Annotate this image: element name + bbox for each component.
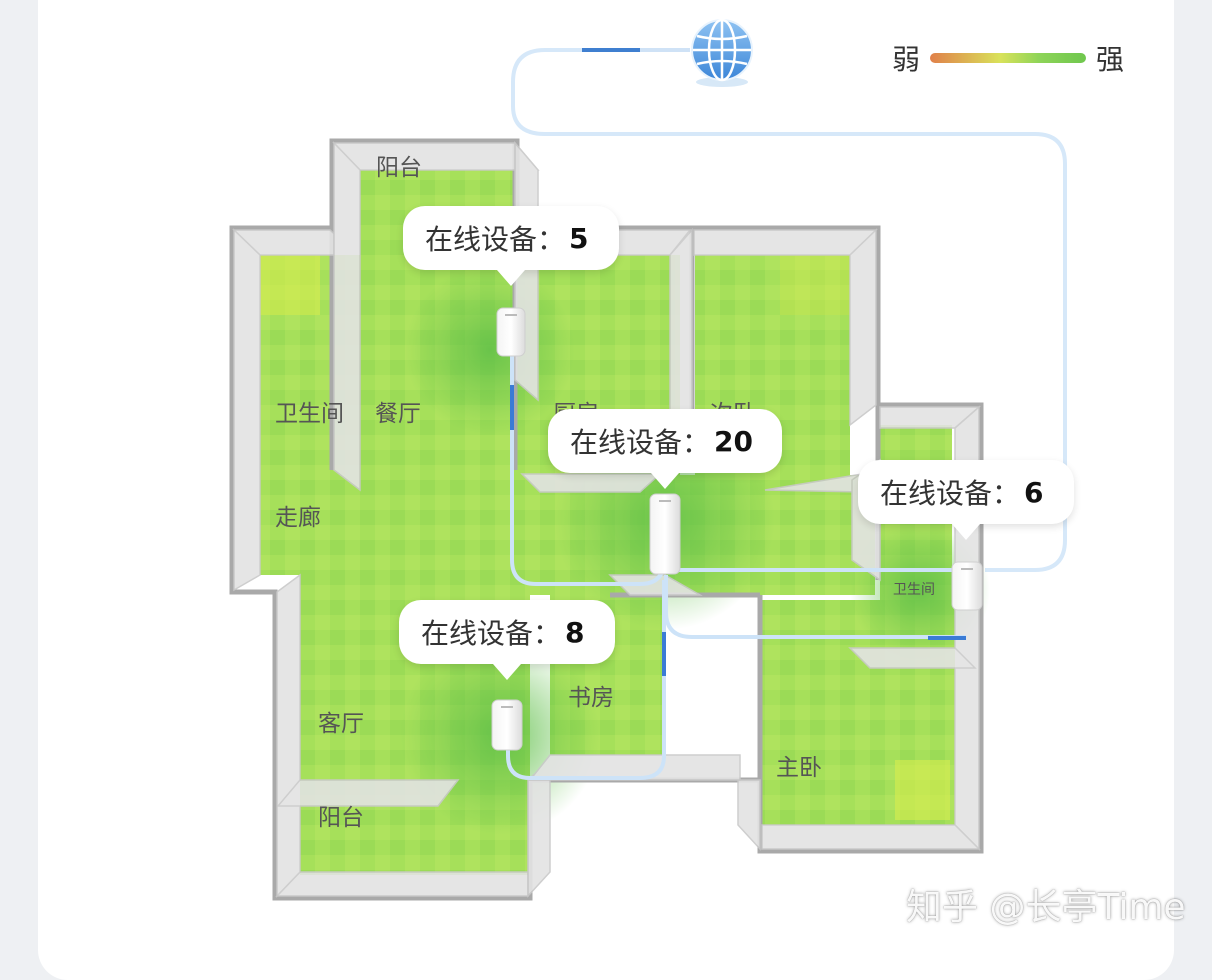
- device-count-label: 在线设备：: [880, 477, 1021, 510]
- room-label-balcony-top: 阳台: [376, 155, 422, 181]
- room-label-living: 客厅: [318, 711, 364, 737]
- device-count-bubble[interactable]: 在线设备： 8: [399, 600, 615, 664]
- watermark: 知乎 @长亭Time: [906, 887, 1186, 928]
- legend-strong-label: 强: [1096, 43, 1125, 76]
- signal-legend: 弱 强: [892, 38, 1124, 78]
- legend-gradient-bar: [930, 53, 1087, 63]
- router-icon: [491, 699, 523, 751]
- device-count-bubble[interactable]: 在线设备： 5: [403, 206, 619, 270]
- room-label-dining: 餐厅: [375, 401, 421, 427]
- room-label-master-bedroom: 主卧: [776, 755, 822, 781]
- router-icon: [951, 561, 983, 611]
- room-label-balcony-bottom: 阳台: [318, 805, 364, 831]
- globe-icon: [691, 18, 753, 87]
- internet-link: [511, 48, 1067, 572]
- room-label-bathroom-small: 卫生间: [893, 582, 935, 598]
- device-count-value: 20: [714, 424, 753, 458]
- router-icon: [496, 307, 526, 357]
- device-count-bubble[interactable]: 在线设备： 20: [548, 409, 782, 473]
- room-label-bathroom: 卫生间: [275, 401, 344, 427]
- device-count-value: 6: [1024, 475, 1044, 509]
- device-count-label: 在线设备：: [570, 426, 711, 459]
- floor-plan: [229, 18, 1067, 901]
- device-count-label: 在线设备：: [421, 617, 562, 650]
- device-count-bubble[interactable]: 在线设备： 6: [858, 460, 1074, 524]
- room-label-corridor: 走廊: [275, 505, 321, 531]
- room-label-study: 书房: [568, 685, 614, 711]
- device-count-value: 8: [565, 615, 585, 649]
- legend-weak-label: 弱: [892, 43, 921, 76]
- device-count-value: 5: [569, 221, 589, 255]
- device-count-label: 在线设备：: [425, 223, 566, 256]
- router-icon: [649, 493, 681, 575]
